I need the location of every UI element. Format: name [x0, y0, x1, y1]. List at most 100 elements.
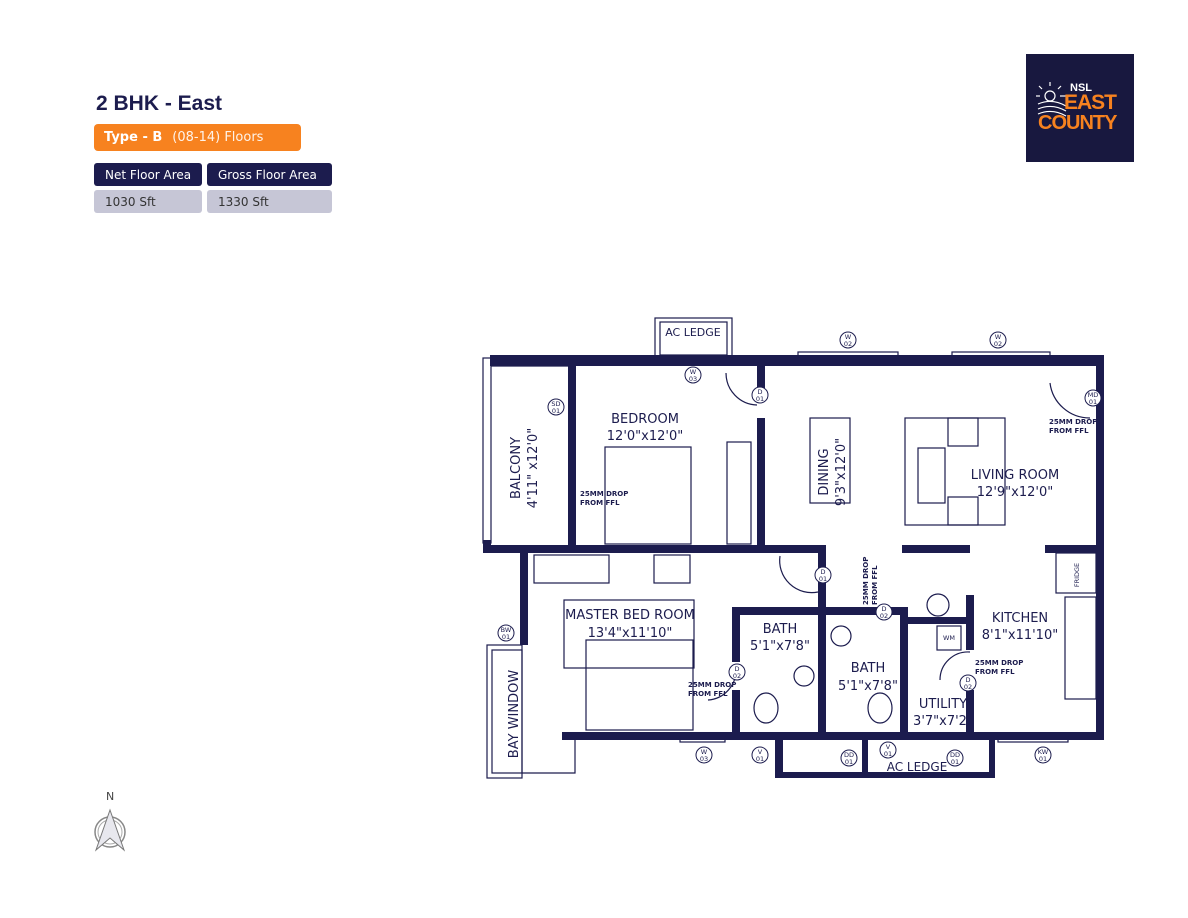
svg-text:25MM DROP: 25MM DROP	[862, 557, 870, 605]
bedroom-label: BEDROOM	[611, 412, 679, 427]
type-label: Type - B	[104, 130, 163, 145]
tag-w02a: W02	[844, 333, 852, 348]
svg-text:25MM DROP: 25MM DROP	[1049, 418, 1097, 426]
tag-d02b: D02	[880, 605, 888, 620]
svg-text:25MM DROP: 25MM DROP	[975, 659, 1023, 667]
svg-text:01: 01	[951, 758, 959, 766]
tag-d01a: D01	[756, 388, 764, 403]
svg-text:FROM FFL: FROM FFL	[688, 690, 728, 698]
svg-text:FROM FFL: FROM FFL	[871, 565, 879, 605]
bath2-size: 5'1"x7'8"	[838, 679, 898, 694]
svg-text:01: 01	[1039, 755, 1047, 763]
floors-label: (08-14) Floors	[172, 130, 264, 145]
svg-text:01: 01	[502, 633, 510, 641]
svg-text:D: D	[757, 388, 762, 396]
kitchen-label: KITCHEN	[992, 611, 1048, 626]
bay-window-label: BAY WINDOW	[507, 670, 522, 759]
svg-text:03: 03	[700, 755, 708, 763]
svg-text:KW: KW	[1038, 748, 1049, 756]
logo-nsl: NSL	[1070, 82, 1092, 94]
bath1-size: 5'1"x7'8"	[750, 639, 810, 654]
bath1-label: BATH	[763, 622, 798, 637]
walls	[483, 355, 1104, 778]
svg-text:D: D	[734, 665, 739, 673]
balcony-label: BALCONY	[509, 437, 524, 499]
fridge-label: FRIDGE	[1073, 563, 1081, 587]
master-bedroom-label: MASTER BED ROOM	[565, 608, 695, 623]
svg-text:V: V	[758, 748, 763, 756]
svg-text:D: D	[881, 605, 886, 613]
master-bedroom-size: 13'4"x11'10"	[588, 626, 673, 641]
svg-text:W: W	[995, 333, 1002, 341]
svg-text:V: V	[886, 743, 891, 751]
net-area-value: 1030 Sft	[94, 190, 202, 213]
svg-text:02: 02	[844, 340, 852, 348]
gross-area-header: Gross Floor Area	[207, 163, 332, 186]
living-room-label: LIVING ROOM	[971, 468, 1059, 483]
svg-text:FROM FFL: FROM FFL	[1049, 427, 1089, 435]
svg-text:02: 02	[964, 683, 972, 691]
wm-label: WM	[943, 634, 955, 642]
svg-text:FROM FFL: FROM FFL	[580, 499, 620, 507]
north-compass: N	[92, 790, 130, 852]
svg-text:01: 01	[756, 395, 764, 403]
svg-text:02: 02	[994, 340, 1002, 348]
tag-w03a: W03	[689, 368, 697, 383]
logo-county: COUNTY	[1038, 112, 1117, 134]
svg-text:25MM DROP: 25MM DROP	[688, 681, 736, 689]
tag-v01b: V01	[884, 743, 892, 758]
ac-ledge-bottom-label: AC LEDGE	[887, 760, 948, 774]
logo-east: EAST	[1064, 91, 1117, 114]
svg-text:03: 03	[689, 375, 697, 383]
svg-text:W: W	[690, 368, 697, 376]
tag-w03b: W03	[700, 748, 708, 763]
utility-size: 3'7"x7'2"	[913, 714, 973, 729]
svg-text:01: 01	[884, 750, 892, 758]
svg-text:D: D	[965, 676, 970, 684]
svg-text:01: 01	[552, 407, 560, 415]
svg-text:DD: DD	[950, 751, 960, 759]
bath2-label: BATH	[851, 661, 886, 676]
svg-text:W: W	[701, 748, 708, 756]
svg-text:BW: BW	[501, 626, 512, 634]
type-badge: Type - B (08-14) Floors	[94, 124, 301, 151]
svg-text:DD: DD	[844, 751, 854, 759]
gross-area-value: 1330 Sft	[207, 190, 332, 213]
nsl-east-county-logo: NSL EAST COUNTY	[1026, 54, 1134, 162]
living-room-size: 12'9"x12'0"	[977, 485, 1053, 500]
sun-icon	[1036, 82, 1070, 117]
tag-w02b: W02	[994, 333, 1002, 348]
balcony-size: 4'11" x12'0"	[526, 428, 541, 509]
svg-text:02: 02	[880, 612, 888, 620]
utility-label: UTILITY	[919, 697, 967, 712]
ac-ledge-top-label: AC LEDGE	[665, 326, 721, 339]
svg-text:25MM DROP: 25MM DROP	[580, 490, 628, 498]
dining-label: DINING	[817, 448, 832, 495]
bedroom-size: 12'0"x12'0"	[607, 429, 683, 444]
svg-text:01: 01	[1089, 398, 1097, 406]
tag-d02c: D02	[964, 676, 972, 691]
svg-text:01: 01	[756, 755, 764, 763]
kitchen-size: 8'1"x11'10"	[982, 628, 1058, 643]
thin-lines	[482, 317, 1097, 779]
svg-text:02: 02	[733, 672, 741, 680]
svg-text:SD: SD	[551, 400, 560, 408]
net-area-header: Net Floor Area	[94, 163, 202, 186]
page-title: 2 BHK - East	[96, 92, 223, 115]
svg-text:FROM FFL: FROM FFL	[975, 668, 1015, 676]
svg-text:D: D	[820, 568, 825, 576]
tag-d02a: D02	[733, 665, 741, 680]
tag-v01a: V01	[756, 748, 764, 763]
